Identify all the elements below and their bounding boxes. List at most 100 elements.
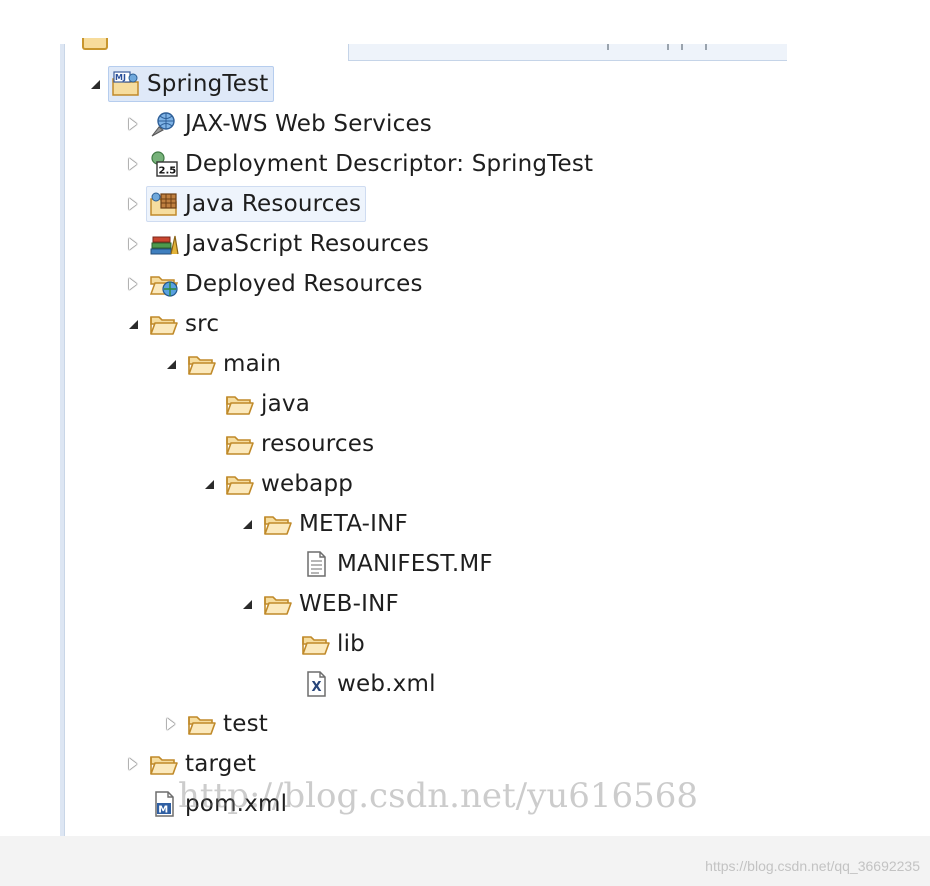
view-border-line: [64, 44, 65, 836]
svg-text:X: X: [312, 680, 322, 695]
tree-item-label: SpringTest: [147, 71, 269, 97]
tree-item-node[interactable]: Deployed Resources: [146, 266, 428, 302]
javascript-resources-icon: [149, 230, 179, 258]
svg-text:M: M: [158, 805, 168, 816]
tree-item[interactable]: JavaScript Resources: [124, 224, 434, 264]
tree-item-label: Deployed Resources: [185, 271, 423, 297]
tree-item[interactable]: Java Resources: [124, 184, 367, 224]
tree-item[interactable]: src: [124, 304, 224, 344]
tree-item-label: lib: [337, 631, 365, 657]
web-services-icon: [149, 110, 179, 138]
tree-spacer: [276, 544, 294, 584]
toolbar-icon: [607, 44, 609, 50]
toolbar-icon: [705, 44, 707, 50]
tree-item-label: resources: [261, 431, 375, 457]
tree-item-node[interactable]: MANIFEST.MF: [298, 546, 498, 582]
view-border: [60, 44, 64, 836]
expand-arrow-icon[interactable]: [124, 224, 142, 264]
tree-item-node[interactable]: src: [146, 306, 224, 342]
collapse-arrow-icon[interactable]: [162, 344, 180, 384]
tree-item-node[interactable]: java: [222, 386, 315, 422]
tree-item-node[interactable]: META-INF: [260, 506, 413, 542]
tree-spacer: [276, 624, 294, 664]
tree-item-node[interactable]: Java Resources: [146, 186, 367, 222]
collapse-arrow-icon[interactable]: [86, 64, 104, 104]
tree-item-label: MANIFEST.MF: [337, 551, 493, 577]
expand-arrow-icon[interactable]: [124, 184, 142, 224]
tree-item[interactable]: resources: [200, 424, 379, 464]
tree-item-node[interactable]: main: [184, 346, 286, 382]
tree-item-node[interactable]: lib: [298, 626, 370, 662]
expand-arrow-icon[interactable]: [124, 144, 142, 184]
tree-item[interactable]: webapp: [200, 464, 358, 504]
tree-item-node[interactable]: JavaScript Resources: [146, 226, 434, 262]
tree-spacer: [200, 384, 218, 424]
folder-open-icon: [263, 590, 293, 618]
tree-item-label: java: [261, 391, 310, 417]
folder-open-icon: [263, 510, 293, 538]
folder-open-icon: [301, 630, 331, 658]
expand-arrow-icon[interactable]: [124, 104, 142, 144]
toolbar-icon: [681, 44, 683, 50]
collapse-arrow-icon[interactable]: [238, 584, 256, 624]
expand-arrow-icon[interactable]: [124, 744, 142, 784]
tree-item[interactable]: WEB-INF: [238, 584, 404, 624]
collapse-arrow-icon[interactable]: [200, 464, 218, 504]
view-toolbar: [348, 44, 787, 61]
tree-spacer: [200, 424, 218, 464]
tree-item[interactable]: test: [162, 704, 273, 744]
tree-item[interactable]: 2.5 Deployment Descriptor: SpringTest: [124, 144, 598, 184]
tree-item-node[interactable]: target: [146, 746, 261, 782]
svg-text:2.5: 2.5: [159, 166, 177, 177]
tree-item-label: target: [185, 751, 257, 777]
expand-arrow-icon[interactable]: [124, 264, 142, 304]
tree-item[interactable]: main: [162, 344, 286, 384]
expand-arrow-icon[interactable]: [162, 704, 180, 744]
folder-open-icon: [149, 750, 179, 778]
previous-tree-item-cut: [60, 0, 350, 52]
tree-item[interactable]: target: [124, 744, 261, 784]
tree-item-label: Deployment Descriptor: SpringTest: [185, 151, 594, 177]
tree-item-node[interactable]: MJ SpringTest: [108, 66, 274, 102]
svg-text:MJ: MJ: [115, 73, 126, 82]
tree-item[interactable]: JAX-WS Web Services: [124, 104, 437, 144]
tree-item-label: Java Resources: [185, 191, 362, 217]
tree-item-label: test: [223, 711, 268, 737]
tree-item-node[interactable]: test: [184, 706, 273, 742]
image-credit: https://blog.csdn.net/qq_36692235: [705, 858, 920, 874]
tree-item-label: webapp: [261, 471, 354, 497]
toolbar-icon: [667, 44, 669, 50]
text-file-icon: [301, 550, 331, 578]
maven-web-project-icon: MJ: [111, 70, 141, 98]
tree-item-node[interactable]: 2.5 Deployment Descriptor: SpringTest: [146, 146, 598, 182]
tree-item[interactable]: java: [200, 384, 315, 424]
collapse-arrow-icon[interactable]: [124, 304, 142, 344]
tree-spacer: [276, 664, 294, 704]
tree-item-label: web.xml: [337, 671, 436, 697]
tree-item-node[interactable]: WEB-INF: [260, 586, 404, 622]
tree-item-label: src: [185, 311, 220, 337]
tree-item[interactable]: Deployed Resources: [124, 264, 428, 304]
collapse-arrow-icon[interactable]: [238, 504, 256, 544]
tree-item-label: META-INF: [299, 511, 408, 537]
tree-item-label: JavaScript Resources: [185, 231, 430, 257]
maven-pom-icon: M: [149, 790, 179, 818]
java-resources-icon: [149, 190, 179, 218]
tree-item[interactable]: META-INF: [238, 504, 413, 544]
tree-item-node[interactable]: webapp: [222, 466, 358, 502]
tree-spacer: [124, 784, 142, 824]
tree-item[interactable]: MJ SpringTest: [86, 64, 274, 104]
tree-item-node[interactable]: resources: [222, 426, 379, 462]
folder-open-icon: [187, 350, 217, 378]
tree-item-label: WEB-INF: [299, 591, 399, 617]
tree-item-node[interactable]: JAX-WS Web Services: [146, 106, 437, 142]
tree-item[interactable]: lib: [276, 624, 370, 664]
footer-band: [0, 836, 930, 886]
deployed-resources-icon: [149, 270, 179, 298]
folder-open-icon: [149, 310, 179, 338]
tree-item[interactable]: MANIFEST.MF: [276, 544, 498, 584]
